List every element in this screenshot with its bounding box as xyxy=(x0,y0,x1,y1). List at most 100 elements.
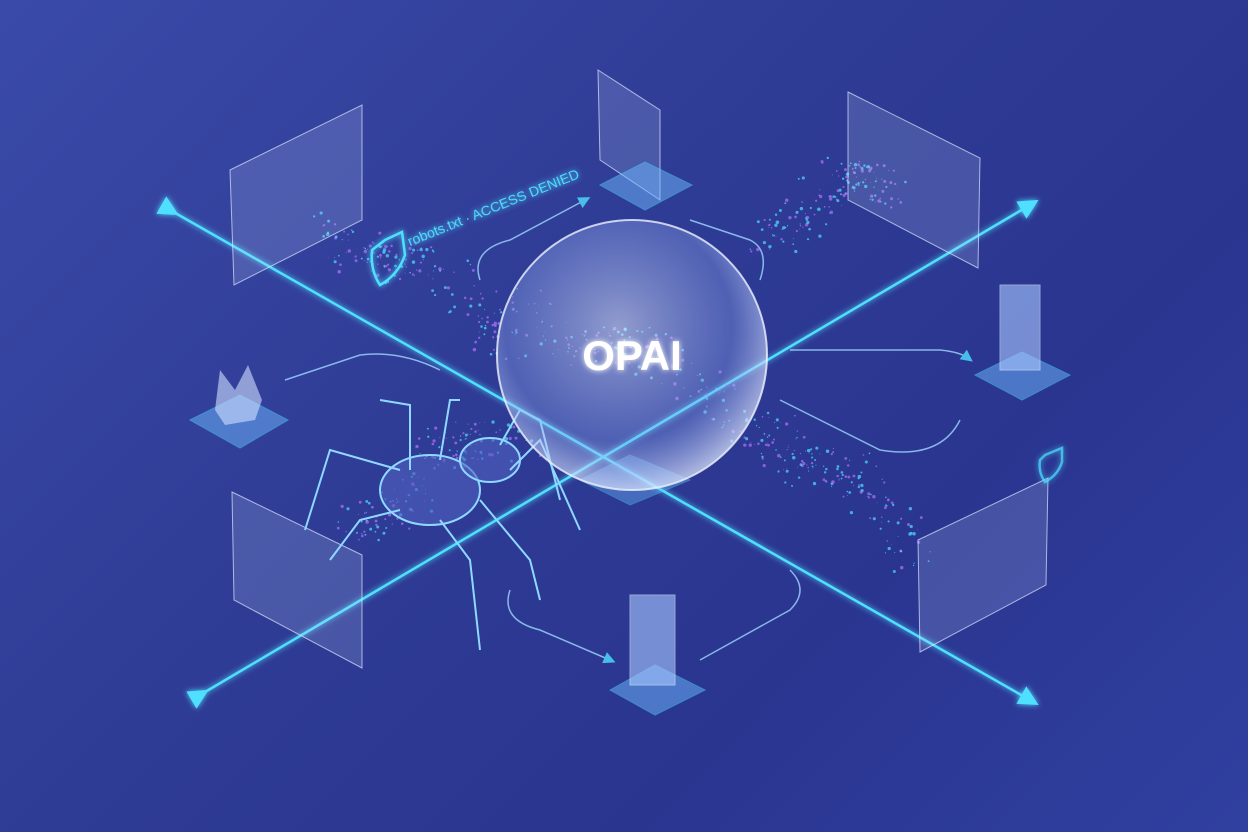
particle xyxy=(333,260,337,264)
particle xyxy=(446,286,451,290)
particle xyxy=(478,303,482,307)
particle xyxy=(477,320,481,324)
particle xyxy=(377,263,379,265)
particle xyxy=(350,229,353,232)
particle xyxy=(363,260,365,262)
particle xyxy=(883,481,886,484)
particle xyxy=(432,270,434,272)
particle xyxy=(360,520,363,523)
particle xyxy=(417,437,421,440)
particle xyxy=(408,246,412,251)
particle xyxy=(778,209,782,212)
particle xyxy=(366,249,368,251)
particle xyxy=(381,246,383,248)
particle xyxy=(840,162,843,165)
particle xyxy=(840,193,842,196)
particle xyxy=(483,326,487,330)
particle xyxy=(796,436,798,439)
particle xyxy=(846,490,849,493)
particle xyxy=(759,247,761,249)
particle xyxy=(376,273,380,277)
particle xyxy=(866,164,871,169)
particle xyxy=(801,176,805,180)
particle xyxy=(774,223,778,227)
particle xyxy=(426,427,429,430)
particle xyxy=(363,512,366,514)
particle xyxy=(862,181,865,184)
particle xyxy=(363,247,365,249)
particle xyxy=(874,194,877,197)
particle xyxy=(843,168,847,172)
particle xyxy=(419,261,423,264)
access-denied-annotation: robots.txt · ACCESS DENIED xyxy=(405,166,581,250)
particle xyxy=(405,266,407,268)
particle xyxy=(792,456,796,460)
particle xyxy=(322,224,325,227)
particle xyxy=(786,449,788,451)
particle xyxy=(750,250,753,253)
particle xyxy=(801,201,803,203)
particle xyxy=(761,415,764,418)
particle xyxy=(374,530,377,533)
particle xyxy=(785,469,789,473)
particle xyxy=(887,499,889,501)
particle xyxy=(478,336,481,339)
particle xyxy=(912,564,915,567)
particle xyxy=(797,177,800,180)
particle xyxy=(405,258,407,261)
particle xyxy=(466,313,470,317)
particle xyxy=(361,534,364,538)
particle xyxy=(779,456,782,459)
particle xyxy=(462,432,465,435)
particle xyxy=(836,189,840,193)
particle xyxy=(508,436,512,441)
particle xyxy=(850,481,853,484)
particle xyxy=(818,234,822,238)
particle xyxy=(836,474,839,478)
particle xyxy=(799,206,804,211)
particle xyxy=(492,336,495,339)
particle xyxy=(469,433,472,435)
particle xyxy=(754,443,756,445)
particle xyxy=(409,271,411,274)
particle xyxy=(467,423,469,425)
particle xyxy=(506,423,511,427)
particle xyxy=(820,160,824,164)
particle xyxy=(384,264,388,268)
particle xyxy=(806,238,810,241)
particle xyxy=(867,495,869,497)
particle xyxy=(884,552,887,554)
particle xyxy=(347,233,349,236)
particle xyxy=(456,450,458,452)
server-racks xyxy=(188,161,1072,716)
particle xyxy=(486,320,489,324)
particle xyxy=(822,465,825,467)
particle xyxy=(749,248,751,251)
particle xyxy=(762,241,767,245)
particle xyxy=(869,198,871,201)
particle xyxy=(806,220,810,225)
particle xyxy=(775,236,777,237)
particle xyxy=(875,465,878,468)
particle xyxy=(857,182,860,185)
particle xyxy=(885,496,887,499)
particle xyxy=(877,199,881,203)
particle xyxy=(830,485,833,487)
particle xyxy=(364,533,367,536)
particle xyxy=(875,177,878,179)
particle xyxy=(764,443,768,447)
particle xyxy=(491,420,495,424)
particle xyxy=(384,518,387,521)
particle xyxy=(371,505,374,509)
particle xyxy=(366,261,368,264)
particle xyxy=(434,294,437,297)
particle xyxy=(860,181,862,183)
particle xyxy=(387,513,392,517)
particle xyxy=(387,246,389,247)
particle xyxy=(857,163,861,167)
particle xyxy=(394,255,398,259)
particle xyxy=(853,190,856,192)
particle xyxy=(454,441,458,445)
particle xyxy=(835,169,838,172)
particle xyxy=(396,517,399,520)
